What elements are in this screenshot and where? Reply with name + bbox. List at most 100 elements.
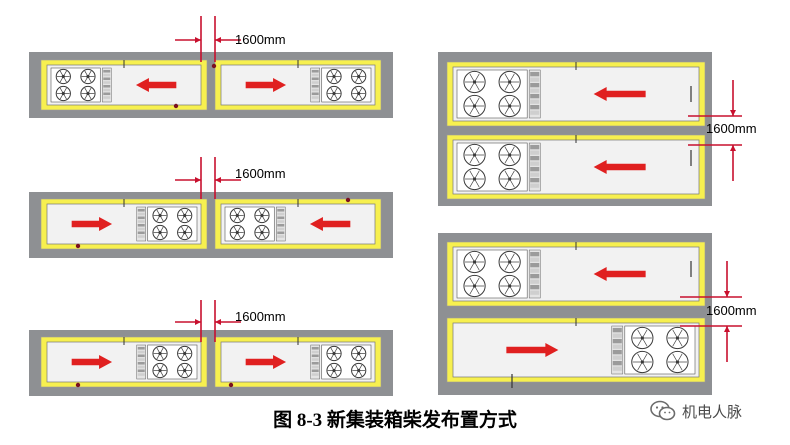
marker-dot: [75, 243, 81, 249]
dimension-arrowhead: [195, 319, 201, 325]
fan-hub: [472, 260, 477, 264]
watermark: 机电人脉: [650, 400, 742, 422]
control-slot: [137, 231, 145, 235]
dimension-arrowhead: [730, 145, 736, 151]
fan-hub: [472, 80, 477, 84]
control-slot: [530, 110, 540, 115]
dimension-label: 1600mm: [706, 121, 757, 136]
fan-hub: [640, 360, 644, 364]
control-slot: [311, 70, 319, 73]
fan-hub: [332, 351, 336, 356]
fan-hub: [675, 336, 680, 340]
fan-hub: [235, 213, 239, 218]
dimension-arrowhead: [215, 319, 221, 325]
control-slot: [530, 257, 540, 262]
control-panel: [136, 206, 146, 242]
fan-hub: [61, 74, 65, 79]
fan-hub: [260, 213, 264, 218]
fan-hub: [357, 91, 361, 96]
fan-hub: [86, 91, 90, 96]
dimension-arrowhead: [195, 37, 201, 43]
control-slot: [530, 145, 540, 150]
control-slot: [612, 361, 622, 366]
direction-arrow: [245, 355, 287, 369]
fan-hub: [332, 91, 336, 96]
control-slot: [612, 333, 622, 338]
control-slot: [137, 235, 145, 238]
control-slot: [530, 88, 540, 93]
radiator-fan-array: [321, 344, 372, 380]
control-slot: [311, 92, 319, 96]
control-slot: [530, 105, 540, 110]
control-slot: [137, 373, 145, 376]
fan-hub: [158, 213, 162, 218]
control-slot: [103, 96, 111, 99]
direction-arrow: [506, 343, 559, 357]
fan-hub: [158, 351, 162, 356]
fan-hub: [472, 284, 477, 288]
fan-hub: [508, 177, 512, 181]
radiator-fan-array: [456, 142, 528, 192]
control-slot: [311, 350, 319, 354]
control-slot: [137, 224, 145, 227]
control-slot: [612, 344, 622, 349]
control-slot: [103, 92, 111, 96]
control-slot: [137, 220, 145, 223]
control-slot: [137, 209, 145, 212]
fan-hub: [357, 74, 361, 79]
control-slot: [277, 216, 285, 220]
control-slot: [311, 96, 319, 99]
control-panel: [528, 249, 541, 299]
fan-hub: [640, 336, 644, 340]
fan-hub: [183, 213, 187, 218]
fan-hub: [183, 368, 187, 373]
control-slot: [277, 209, 285, 212]
control-slot: [530, 183, 540, 188]
control-slot: [103, 88, 111, 92]
control-slot: [612, 350, 622, 355]
control-slot: [530, 99, 540, 104]
control-slot: [530, 268, 540, 273]
control-slot: [530, 252, 540, 257]
marker-dot: [211, 63, 217, 69]
control-slot: [137, 362, 145, 365]
control-slot: [530, 156, 540, 161]
direction-arrow: [593, 87, 646, 101]
control-slot: [311, 358, 319, 361]
dimension-arrowhead: [195, 177, 201, 183]
direction-arrow: [593, 267, 646, 281]
control-slot: [137, 212, 145, 216]
fan-hub: [508, 104, 512, 108]
control-panel: [528, 69, 541, 119]
control-panel: [102, 67, 112, 103]
fan-hub: [61, 91, 65, 96]
control-slot: [530, 285, 540, 290]
control-panel: [310, 67, 320, 103]
figure-caption: 图 8-3 新集装箱柴发布置方式: [273, 410, 517, 431]
control-slot: [530, 290, 540, 295]
fan-hub: [357, 368, 361, 373]
direction-arrow: [245, 78, 287, 92]
fan-hub: [332, 368, 336, 373]
dimension-arrowhead: [730, 110, 736, 116]
fan-hub: [158, 368, 162, 373]
direction-arrow: [135, 78, 177, 92]
control-panel: [528, 142, 541, 192]
control-slot: [311, 88, 319, 92]
fan-hub: [260, 230, 264, 235]
control-slot: [103, 70, 111, 73]
direction-arrow: [71, 355, 113, 369]
watermark-text: 机电人脉: [682, 402, 743, 421]
control-slot: [137, 216, 145, 220]
control-slot: [277, 227, 285, 231]
fan-hub: [675, 360, 680, 364]
control-slot: [311, 373, 319, 376]
control-slot: [530, 83, 540, 88]
control-slot: [311, 77, 319, 81]
control-slot: [311, 362, 319, 365]
control-panel: [310, 344, 320, 380]
radiator-fan-array: [456, 249, 528, 299]
radiator-fan-array: [624, 325, 696, 375]
control-slot: [137, 369, 145, 373]
